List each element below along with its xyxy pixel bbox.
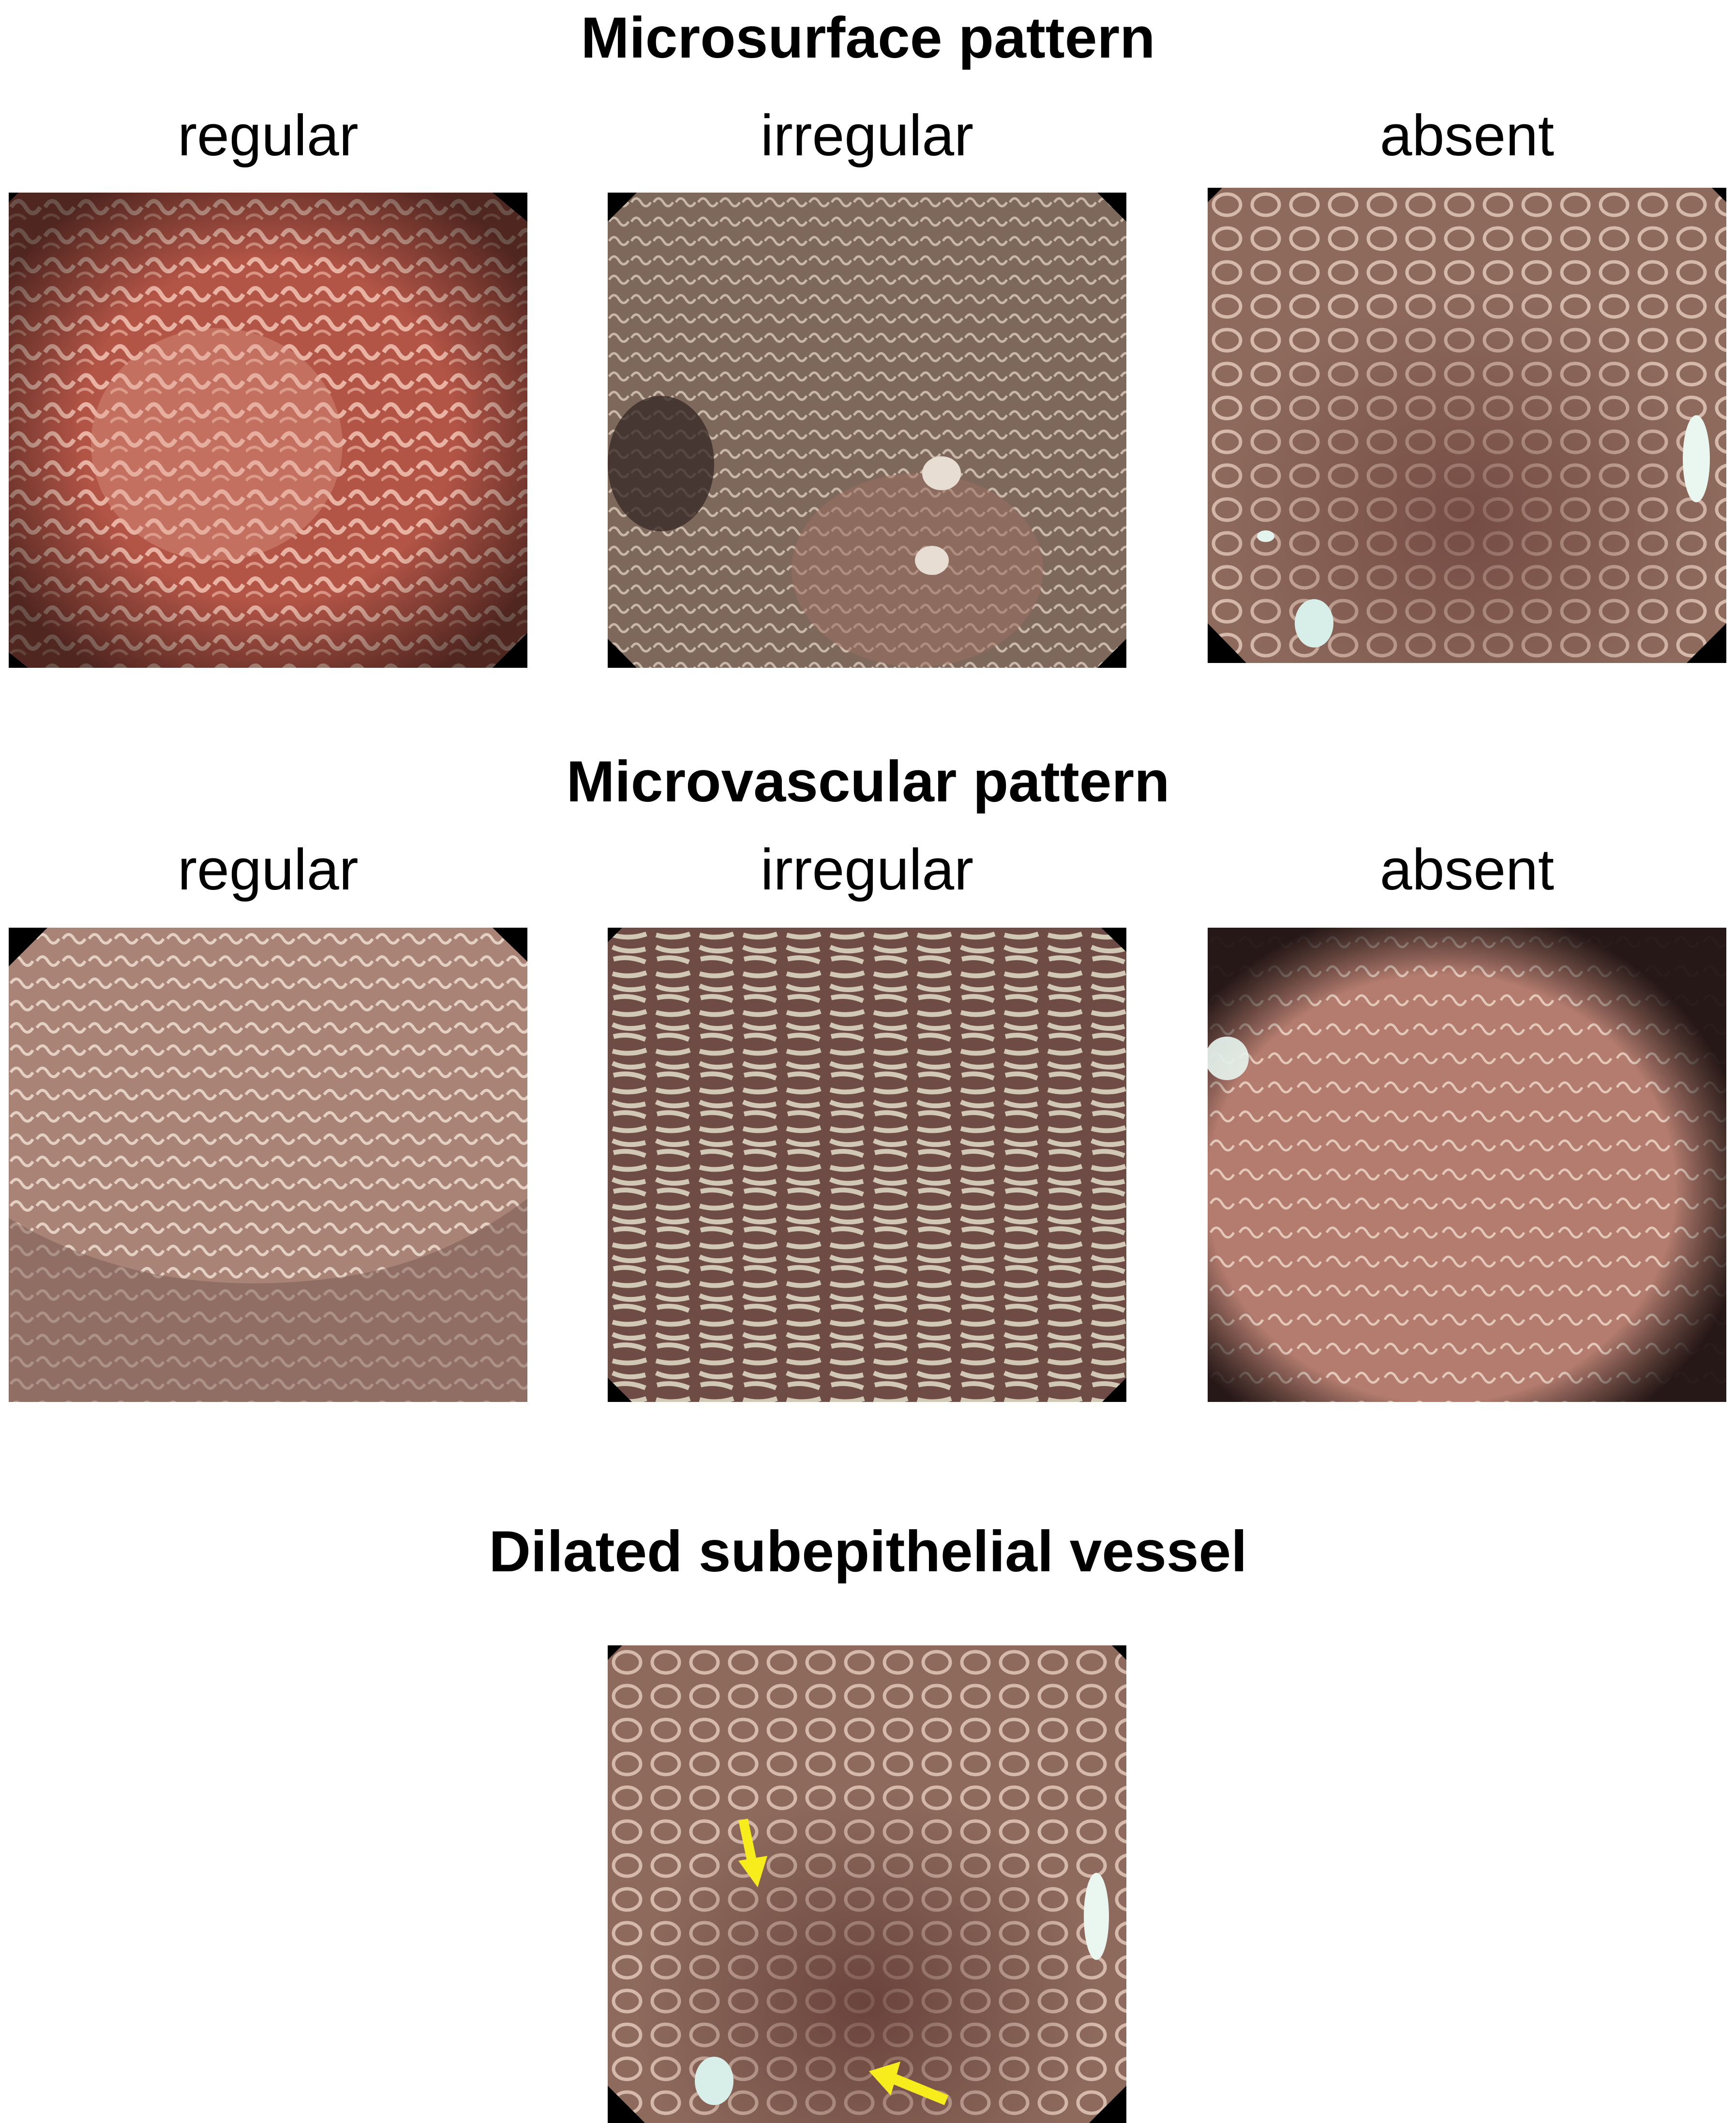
microvascular-absent-image [1208,928,1726,1402]
microvascular-label-regular: regular [178,837,359,902]
microsurface-label-regular: regular [178,103,359,168]
microvascular-regular-image [9,928,527,1402]
microvascular-irregular-image [608,928,1126,1402]
microsurface-label-irregular: irregular [760,103,974,168]
microvascular-title: Microvascular pattern [566,749,1170,814]
microsurface-regular-image [9,193,527,668]
microsurface-title: Microsurface pattern [581,5,1155,70]
microsurface-irregular-image [608,193,1126,668]
microsurface-label-absent: absent [1379,103,1555,168]
microsurface-absent-image [1208,188,1726,663]
arrow-indicator-upper [738,1818,767,1887]
microvascular-label-absent: absent [1379,837,1555,902]
dsv-title: Dilated subepithelial vessel [489,1519,1247,1584]
microvascular-label-irregular: irregular [760,837,974,902]
arrow-indicator-lower [869,2062,949,2106]
dsv-image [608,1645,1126,2123]
